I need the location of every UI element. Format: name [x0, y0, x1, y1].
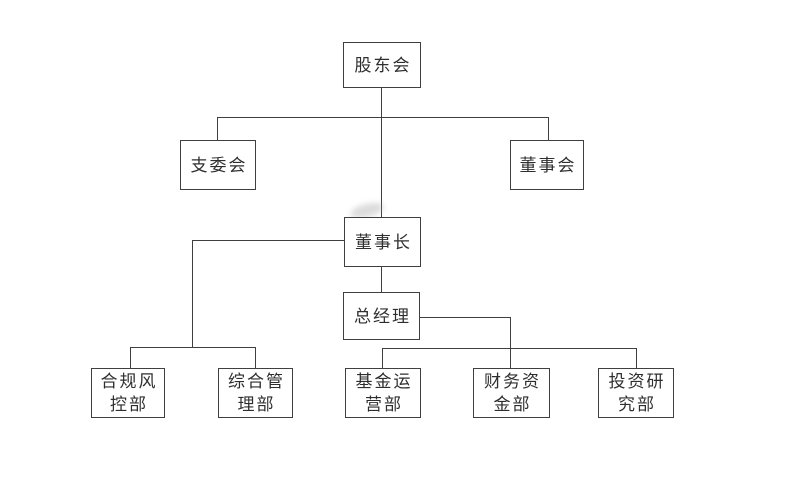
org-node-general-manager: 总经理: [343, 292, 420, 340]
connector-gm-right-horizontal: [420, 317, 511, 318]
connector-chairman-left-horizontal: [192, 240, 344, 241]
node-label-line2: 究部: [618, 395, 656, 414]
org-node-investment-research: 投资研 究部: [598, 368, 674, 418]
node-label: 董事会: [519, 155, 577, 175]
connector-shareholders-chairman: [381, 88, 382, 217]
connector-right-siblings-horizontal: [382, 348, 637, 349]
connector-drop-general-admin: [255, 347, 256, 368]
connector-drop-branch-committee: [217, 117, 218, 140]
org-node-fund-operations: 基金运 营部: [345, 368, 421, 418]
connector-drop-finance-treasury: [510, 317, 511, 368]
org-node-finance-treasury: 财务资 金部: [473, 368, 550, 418]
org-node-shareholders: 股东会: [343, 42, 421, 88]
node-label-line2: 营部: [365, 395, 403, 414]
node-label-line1: 综合管: [228, 372, 285, 391]
connector-drop-compliance-risk: [130, 347, 131, 368]
node-label-line1: 投资研: [608, 372, 666, 391]
connector-drop-board: [548, 117, 549, 140]
node-label-line2: 控部: [110, 395, 148, 414]
org-node-compliance-risk: 合规风 控部: [91, 368, 165, 418]
connector-drop-fund-operations: [382, 348, 383, 368]
node-label: 股东会: [354, 55, 412, 75]
connector-drop-investment-research: [636, 348, 637, 368]
node-label-line1: 财务资: [484, 372, 541, 391]
node-label: 支委会: [190, 155, 248, 175]
node-label-line1: 基金运: [355, 372, 413, 391]
org-node-chairman: 董事长: [344, 217, 421, 267]
org-node-branch-committee: 支委会: [180, 140, 256, 190]
node-label: 董事长: [355, 232, 412, 252]
node-label-line2: 理部: [237, 395, 276, 414]
connector-left-branch-vertical: [192, 240, 193, 347]
connector-left-siblings-horizontal: [130, 347, 256, 348]
node-label-line2: 金部: [493, 395, 532, 414]
connector-level2-horizontal: [217, 117, 549, 118]
org-node-general-admin: 综合管 理部: [218, 368, 293, 418]
node-label-line1: 合规风: [100, 372, 158, 391]
connector-chairman-general-manager: [381, 267, 382, 292]
node-label: 总经理: [354, 306, 411, 326]
org-node-board: 董事会: [510, 140, 584, 190]
